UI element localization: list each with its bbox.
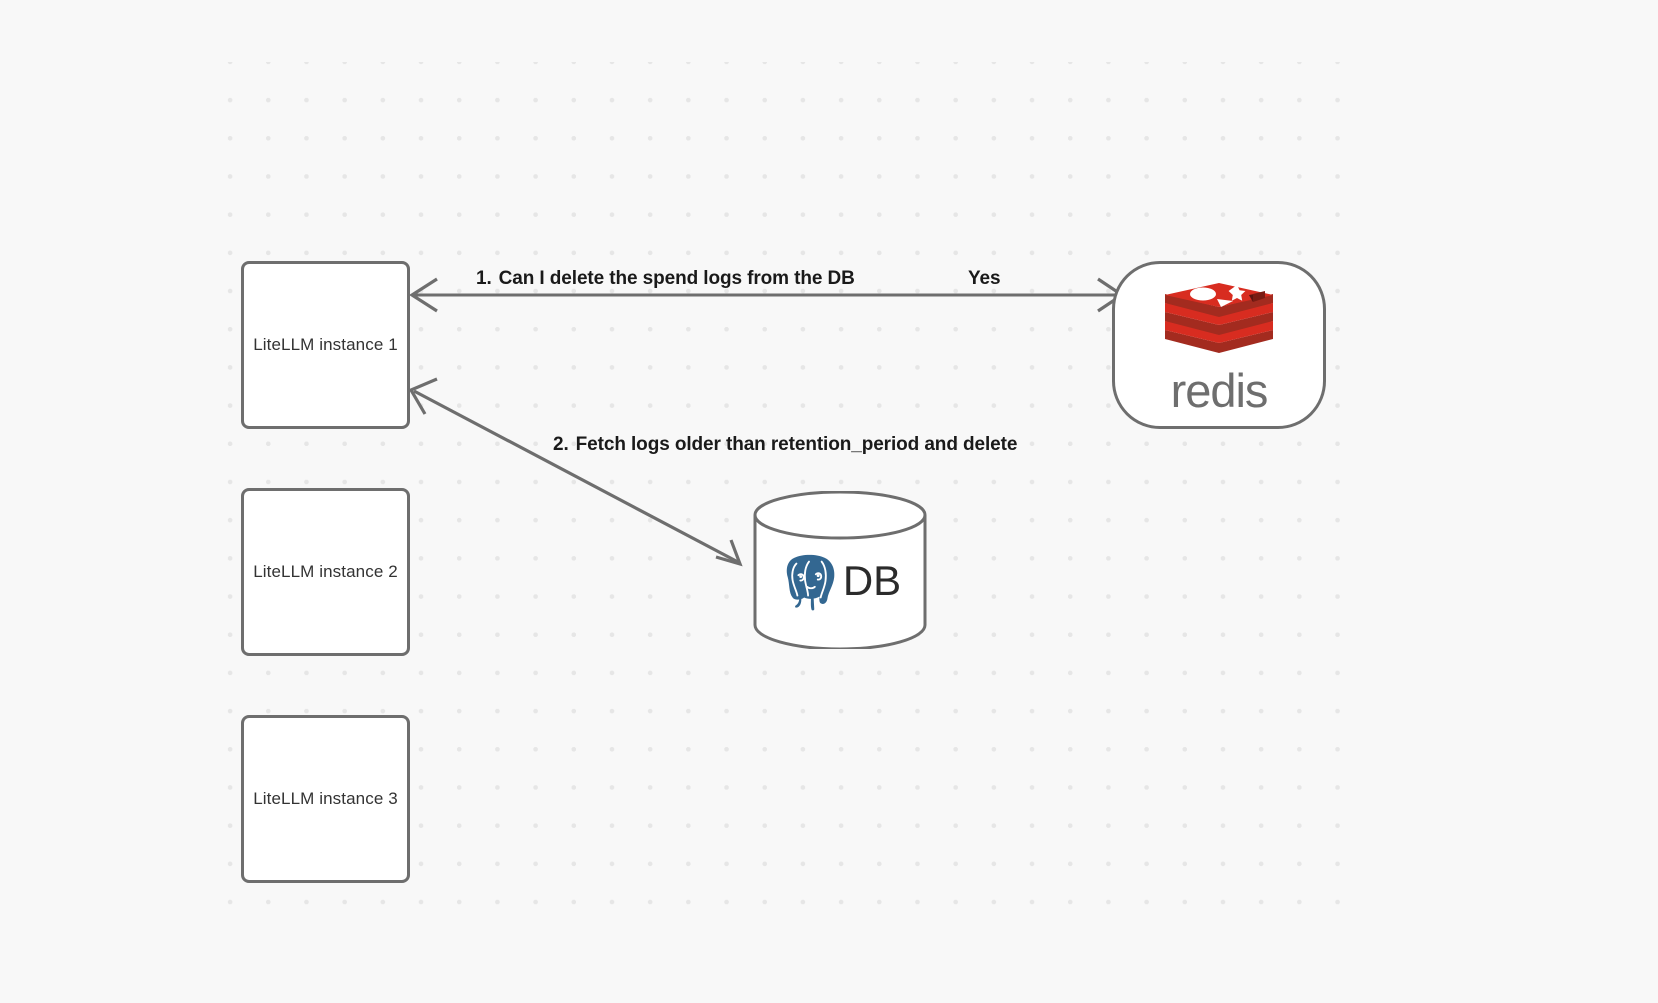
node-litellm-instance-2[interactable]: LiteLLM instance 2 [241, 488, 410, 656]
edge-2-label: 2. Fetch logs older than retention_period… [553, 434, 1017, 456]
postgresql-elephant-icon [783, 552, 837, 611]
edge-2-arrowhead-right [715, 539, 743, 567]
edge-1-label-text: Can I delete the spend logs from the DB [498, 268, 855, 289]
edge-1-label-number: 1. [476, 268, 492, 289]
node-litellm-instance-3-label: LiteLLM instance 3 [253, 789, 398, 808]
edge-1-arrowhead-left [409, 277, 438, 313]
node-litellm-instance-1[interactable]: LiteLLM instance 1 [241, 261, 410, 429]
edge-2-label-number: 2. [553, 434, 569, 455]
node-database[interactable]: DB [752, 490, 928, 651]
node-litellm-instance-2-label: LiteLLM instance 2 [253, 562, 398, 581]
grid-mask-right [1343, 0, 1658, 1003]
redis-wordmark: redis [1170, 363, 1269, 417]
node-litellm-instance-1-label: LiteLLM instance 1 [253, 335, 398, 354]
grid-mask-left [0, 0, 200, 1003]
edge-2-label-text: Fetch logs older than retention_period a… [575, 434, 1018, 455]
database-label: DB [842, 557, 902, 604]
node-redis[interactable]: redis [1112, 261, 1326, 429]
edge-2-line [413, 389, 739, 564]
redis-logo [1165, 282, 1273, 353]
database-cylinder-shape [753, 490, 927, 651]
edge-2-arrowhead-left [408, 377, 438, 415]
edge-1-reply-label: Yes [968, 268, 1001, 289]
database-logo-row: DB [752, 543, 928, 619]
node-litellm-instance-3[interactable]: LiteLLM instance 3 [241, 715, 410, 883]
edge-1-label: 1. Can I delete the spend logs from the D… [476, 268, 855, 290]
